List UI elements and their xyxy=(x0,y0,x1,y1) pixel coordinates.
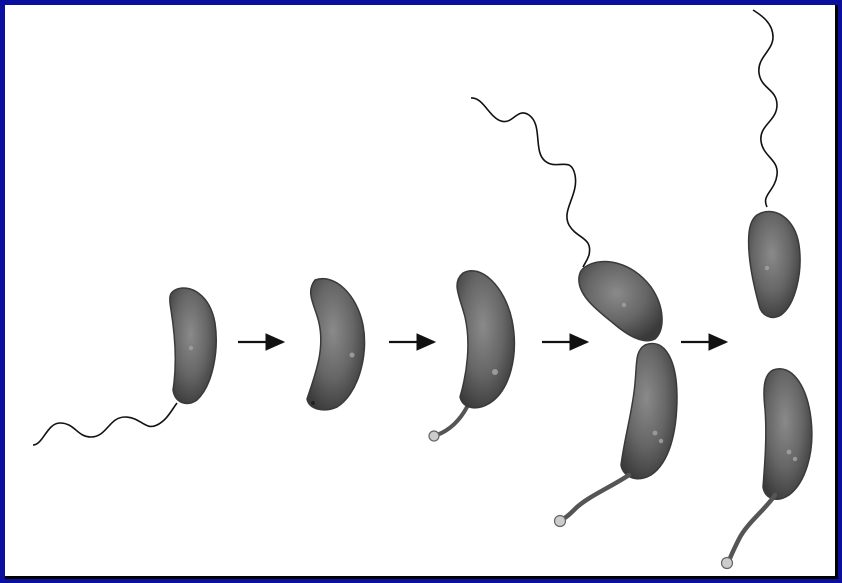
cell-body xyxy=(170,288,216,403)
image-canvas xyxy=(5,5,838,579)
cell-division-illustration xyxy=(5,5,835,576)
flagellum xyxy=(471,98,590,267)
stalk xyxy=(563,475,629,519)
flagellum xyxy=(753,10,777,207)
stage-2-cell xyxy=(307,279,365,410)
cell-body xyxy=(457,271,514,408)
stalked-daughter-cell xyxy=(763,369,812,499)
stalked-half xyxy=(621,343,677,478)
swarmer-half xyxy=(579,261,662,340)
stalk xyxy=(729,495,775,561)
holdfast xyxy=(722,558,733,569)
cell-body xyxy=(307,279,365,410)
holdfast xyxy=(555,516,566,527)
stalk xyxy=(437,407,467,435)
stage-5-daughter-cells xyxy=(722,10,812,569)
holdfast xyxy=(429,431,439,441)
stage-1-swarmer-cell xyxy=(33,288,216,445)
stage-3-stalked-cell xyxy=(429,271,514,441)
swarmer-daughter-cell xyxy=(749,212,800,318)
flagellum xyxy=(33,403,177,445)
